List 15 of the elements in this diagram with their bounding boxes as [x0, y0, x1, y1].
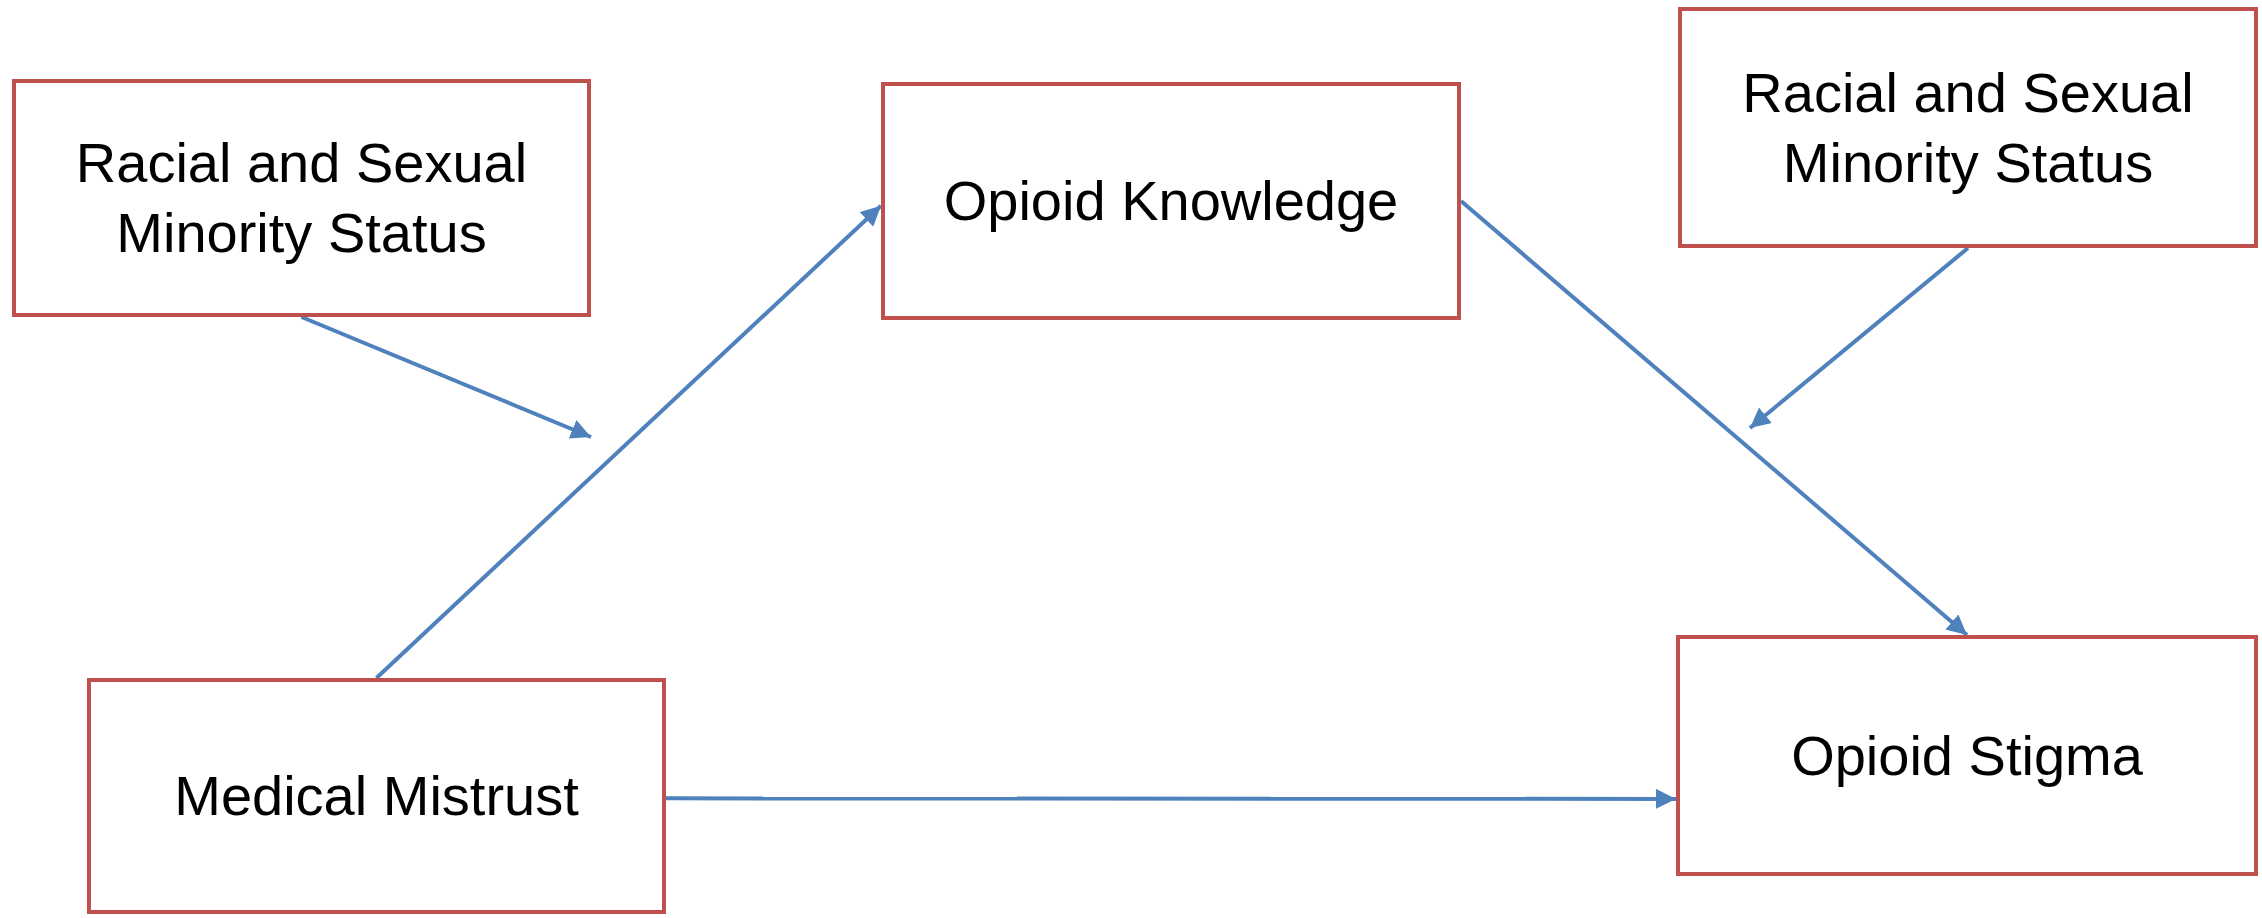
- arrow: [1459, 199, 1969, 637]
- variable-label: Racial and Sexual Minority Status: [1741, 59, 2195, 196]
- variable-label: Opioid Knowledge: [942, 168, 1400, 234]
- variable-box: [1676, 635, 2258, 876]
- arrow: [666, 788, 1676, 809]
- variable-box: [1678, 7, 2258, 248]
- variable-box: [12, 79, 591, 317]
- variable-label: Opioid Stigma: [1790, 722, 2144, 789]
- arrow: [375, 204, 883, 680]
- variable-label: Medical Mistrust: [173, 763, 580, 829]
- variable-box: [881, 82, 1461, 320]
- arrow: [300, 315, 592, 439]
- variable-label: Racial and Sexual Minority Status: [74, 130, 529, 266]
- variable-box: [87, 678, 666, 914]
- arrow: [1748, 246, 1970, 430]
